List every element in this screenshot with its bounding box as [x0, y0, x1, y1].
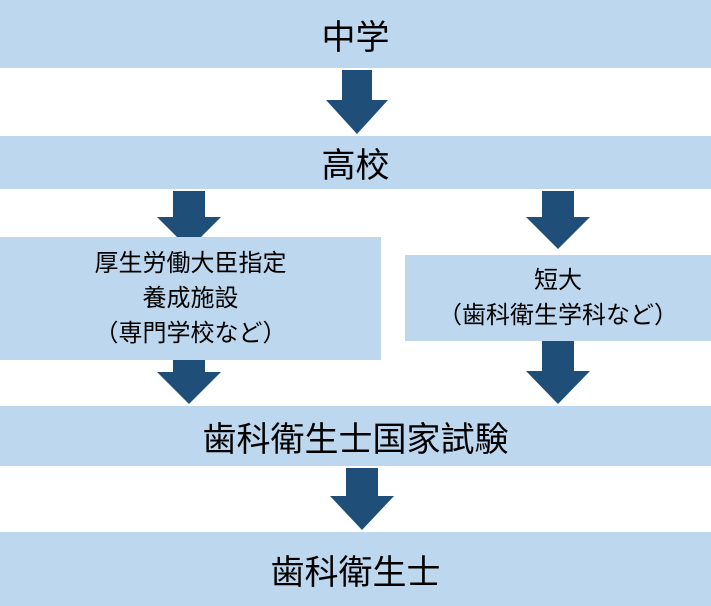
down-arrow-icon: [157, 360, 221, 404]
node-junior-high-label: 中学: [321, 17, 390, 58]
down-arrow-icon: [326, 70, 388, 134]
node-dental-hygienist-label: 歯科衛生士: [270, 552, 441, 593]
node-high-school-label: 高校: [321, 146, 390, 186]
node-designated-facility-line2: 養成施設: [142, 284, 239, 312]
node-junior-college-line2: （歯科衛生学科など）: [438, 301, 678, 329]
node-designated-facility-line3: （専門学校など）: [94, 319, 287, 347]
down-arrow-icon: [157, 191, 221, 249]
down-arrow-icon: [526, 341, 590, 404]
down-arrow-icon: [330, 468, 394, 530]
node-designated-facility-line1: 厚生労働大臣指定: [94, 249, 287, 277]
node-high-school: 高校: [0, 136, 711, 189]
node-national-exam-label: 歯科衛生士国家試験: [202, 419, 509, 460]
node-junior-college: 短大 （歯科衛生学科など）: [405, 255, 711, 341]
down-arrow-icon: [526, 191, 590, 249]
node-junior-college-line1: 短大: [534, 266, 582, 294]
node-designated-facility: 厚生労働大臣指定 養成施設 （専門学校など）: [0, 237, 381, 360]
node-junior-high: 中学: [0, 0, 711, 68]
node-national-exam: 歯科衛生士国家試験: [0, 406, 711, 466]
node-dental-hygienist: 歯科衛生士: [0, 532, 711, 606]
